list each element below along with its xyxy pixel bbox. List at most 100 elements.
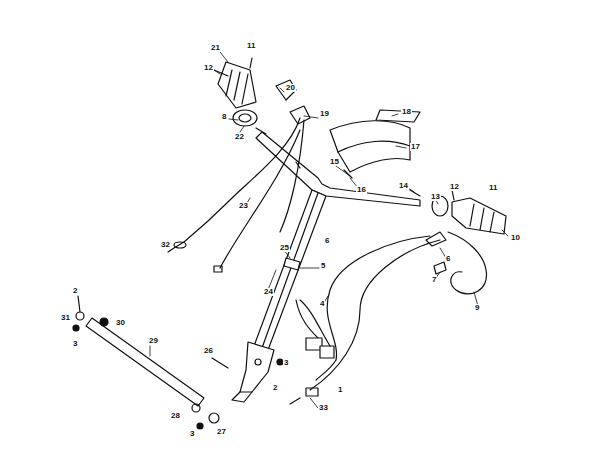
callout-number: 12 bbox=[449, 183, 460, 191]
callout-number: 13 bbox=[430, 193, 441, 201]
brake-cable-stroke bbox=[280, 120, 304, 232]
steering-column-stroke bbox=[284, 258, 300, 270]
leader-lines-stroke bbox=[502, 230, 508, 236]
left-grip-stroke bbox=[290, 106, 310, 124]
callout-number: 17 bbox=[410, 143, 421, 151]
callout-number: 16 bbox=[356, 186, 367, 194]
callout-number: 3 bbox=[189, 430, 195, 438]
callout-number: 6 bbox=[324, 237, 330, 245]
callout-number: 29 bbox=[148, 337, 159, 345]
throttle-cables-stroke bbox=[327, 236, 430, 360]
left-grip-stroke bbox=[214, 58, 252, 76]
throttle-cables bbox=[290, 236, 440, 404]
leader-lines-stroke bbox=[304, 116, 318, 118]
leader-lines-stroke bbox=[392, 114, 398, 116]
steering-column-stroke bbox=[240, 342, 274, 392]
left-grip-stroke bbox=[226, 70, 248, 104]
tie-rod-stroke bbox=[212, 358, 228, 368]
tie-rod-stroke bbox=[209, 413, 219, 423]
callout-number: 9 bbox=[474, 304, 480, 312]
brake-cable bbox=[168, 118, 304, 272]
right-grip-stroke bbox=[410, 190, 454, 200]
leader-lines-stroke bbox=[229, 119, 238, 120]
handlebar-pad bbox=[330, 110, 420, 178]
wiring-harness-stroke bbox=[300, 300, 330, 346]
left-grip-stroke bbox=[256, 128, 266, 134]
leader-lines-stroke bbox=[220, 52, 228, 62]
brake-cable-stroke bbox=[174, 242, 186, 248]
leader-lines-stroke bbox=[396, 146, 406, 148]
throttle-cables-stroke bbox=[290, 398, 300, 404]
callout-number: 7 bbox=[431, 276, 437, 284]
callout-number: 23 bbox=[238, 202, 249, 210]
wiring-harness-stroke bbox=[320, 346, 334, 358]
callout-number: 3 bbox=[283, 359, 289, 367]
leader-lines-stroke bbox=[240, 126, 244, 132]
right-grip-stroke bbox=[426, 232, 446, 246]
steering-column bbox=[232, 190, 326, 402]
callout-number: 21 bbox=[210, 44, 221, 52]
tie-rod-stroke bbox=[86, 318, 204, 406]
throttle-cables-stroke bbox=[310, 240, 440, 390]
callout-number: 30 bbox=[115, 319, 126, 327]
wiring-harness bbox=[296, 300, 334, 358]
callout-number: 32 bbox=[160, 241, 171, 249]
callout-number: 8 bbox=[221, 113, 227, 121]
callout-number: 12 bbox=[203, 64, 214, 72]
steering-column-stroke bbox=[255, 359, 261, 365]
leader-lines-stroke bbox=[150, 346, 151, 356]
callout-number: 1 bbox=[337, 386, 343, 394]
leader-lines-stroke bbox=[336, 166, 350, 176]
left-grip-stroke bbox=[239, 114, 251, 122]
callout-number: 24 bbox=[263, 288, 274, 296]
callout-number: 25 bbox=[279, 244, 290, 252]
callout-number: 4 bbox=[319, 300, 325, 308]
right-grip bbox=[410, 190, 506, 294]
callout-number: 15 bbox=[329, 158, 340, 166]
callout-number: 18 bbox=[401, 108, 412, 116]
left-grip-stroke bbox=[276, 80, 296, 100]
left-grip-stroke bbox=[218, 62, 256, 108]
leader-lines-stroke bbox=[300, 268, 319, 269]
throttle-cables-stroke bbox=[316, 360, 336, 380]
tie-rod-stroke bbox=[78, 296, 80, 312]
callout-number: 11 bbox=[488, 184, 498, 192]
callout-number: 2 bbox=[272, 384, 278, 392]
brake-cable-stroke bbox=[220, 130, 300, 268]
tie-rod-stroke bbox=[192, 404, 200, 412]
tie-rod-stroke bbox=[197, 423, 203, 429]
handlebar-pad-stroke bbox=[344, 170, 352, 178]
steering-column-stroke bbox=[254, 190, 326, 350]
tie-rod-stroke bbox=[76, 312, 84, 320]
steering-column-stroke bbox=[232, 392, 252, 402]
tie-rod bbox=[73, 296, 283, 429]
callout-number: 28 bbox=[170, 412, 181, 420]
callout-number: 31 bbox=[60, 314, 71, 322]
throttle-cables-stroke bbox=[306, 388, 318, 396]
leader-lines-stroke bbox=[268, 270, 276, 290]
callout-number: 19 bbox=[319, 110, 330, 118]
callout-number: 14 bbox=[398, 182, 409, 190]
handlebar-pad-stroke bbox=[330, 121, 410, 152]
leader-lines-stroke bbox=[280, 88, 284, 92]
leader-lines bbox=[150, 52, 508, 408]
handlebar-pad-stroke bbox=[376, 110, 420, 122]
tie-rod-stroke bbox=[73, 325, 79, 331]
tie-rod-stroke bbox=[100, 318, 108, 326]
callout-number: 3 bbox=[72, 340, 78, 348]
callout-number: 26 bbox=[203, 347, 214, 355]
callout-number: 11 bbox=[246, 42, 256, 50]
callout-number: 20 bbox=[285, 84, 296, 92]
callout-number: 27 bbox=[216, 428, 227, 436]
brake-cable-stroke bbox=[184, 118, 300, 242]
callout-number: 2 bbox=[72, 287, 78, 295]
leader-lines-stroke bbox=[310, 398, 318, 408]
callout-number: 33 bbox=[318, 404, 329, 412]
callout-number: 10 bbox=[510, 234, 521, 242]
callout-number: 5 bbox=[320, 262, 326, 270]
right-grip-stroke bbox=[470, 204, 494, 232]
left-grip bbox=[214, 58, 310, 134]
handlebar-pad-stroke bbox=[338, 146, 410, 172]
